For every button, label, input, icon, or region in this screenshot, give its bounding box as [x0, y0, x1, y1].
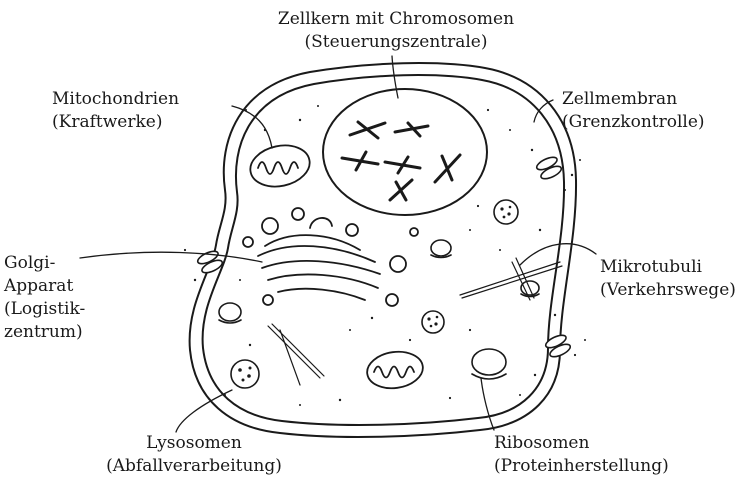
- label-membrane-name: Zellmembran: [562, 88, 705, 111]
- label-microtubules: Mikrotubuli (Verkehrswege): [600, 256, 736, 302]
- label-golgi-line1: Golgi-: [4, 252, 85, 275]
- label-lysosomes-name: Lysosomen: [84, 432, 304, 455]
- label-mitochondria: Mitochondrien (Kraftwerke): [52, 88, 179, 134]
- label-golgi-line4: zentrum): [4, 321, 85, 344]
- mitochondrion-lower: [365, 348, 425, 391]
- leader-ribosomes: [481, 378, 494, 430]
- mitochondrion-upper: [246, 140, 313, 192]
- label-microtubules-name: Mikrotubuli: [600, 256, 736, 279]
- label-mitochondria-role: (Kraftwerke): [52, 111, 179, 134]
- nucleus: [323, 89, 487, 215]
- label-membrane-role: (Grenzkontrolle): [562, 111, 705, 134]
- label-nucleus-role: (Steuerungszentrale): [266, 31, 526, 54]
- leader-mitochondria: [232, 106, 272, 148]
- label-nucleus-name: Zellkern mit Chromosomen: [266, 8, 526, 31]
- label-golgi: Golgi- Apparat (Logistik- zentrum): [4, 252, 85, 344]
- lysosome-dots: [238, 206, 511, 382]
- label-microtubules-role: (Verkehrswege): [600, 279, 736, 302]
- golgi-apparatus: [243, 208, 418, 306]
- label-lysosomes-role: (Abfallverarbeitung): [84, 455, 304, 478]
- leader-golgi: [80, 252, 262, 262]
- label-ribosomes-name: Ribosomen: [494, 432, 669, 455]
- label-ribosomes: Ribosomen (Proteinherstellung): [494, 432, 669, 478]
- label-nucleus: Zellkern mit Chromosomen (Steuerungszent…: [266, 8, 526, 54]
- label-membrane: Zellmembran (Grenzkontrolle): [562, 88, 705, 134]
- label-lysosomes: Lysosomen (Abfallverarbeitung): [84, 432, 304, 478]
- label-mitochondria-name: Mitochondrien: [52, 88, 179, 111]
- label-golgi-line3: (Logistik-: [4, 298, 85, 321]
- label-golgi-line2: Apparat: [4, 275, 85, 298]
- label-ribosomes-role: (Proteinherstellung): [494, 455, 669, 478]
